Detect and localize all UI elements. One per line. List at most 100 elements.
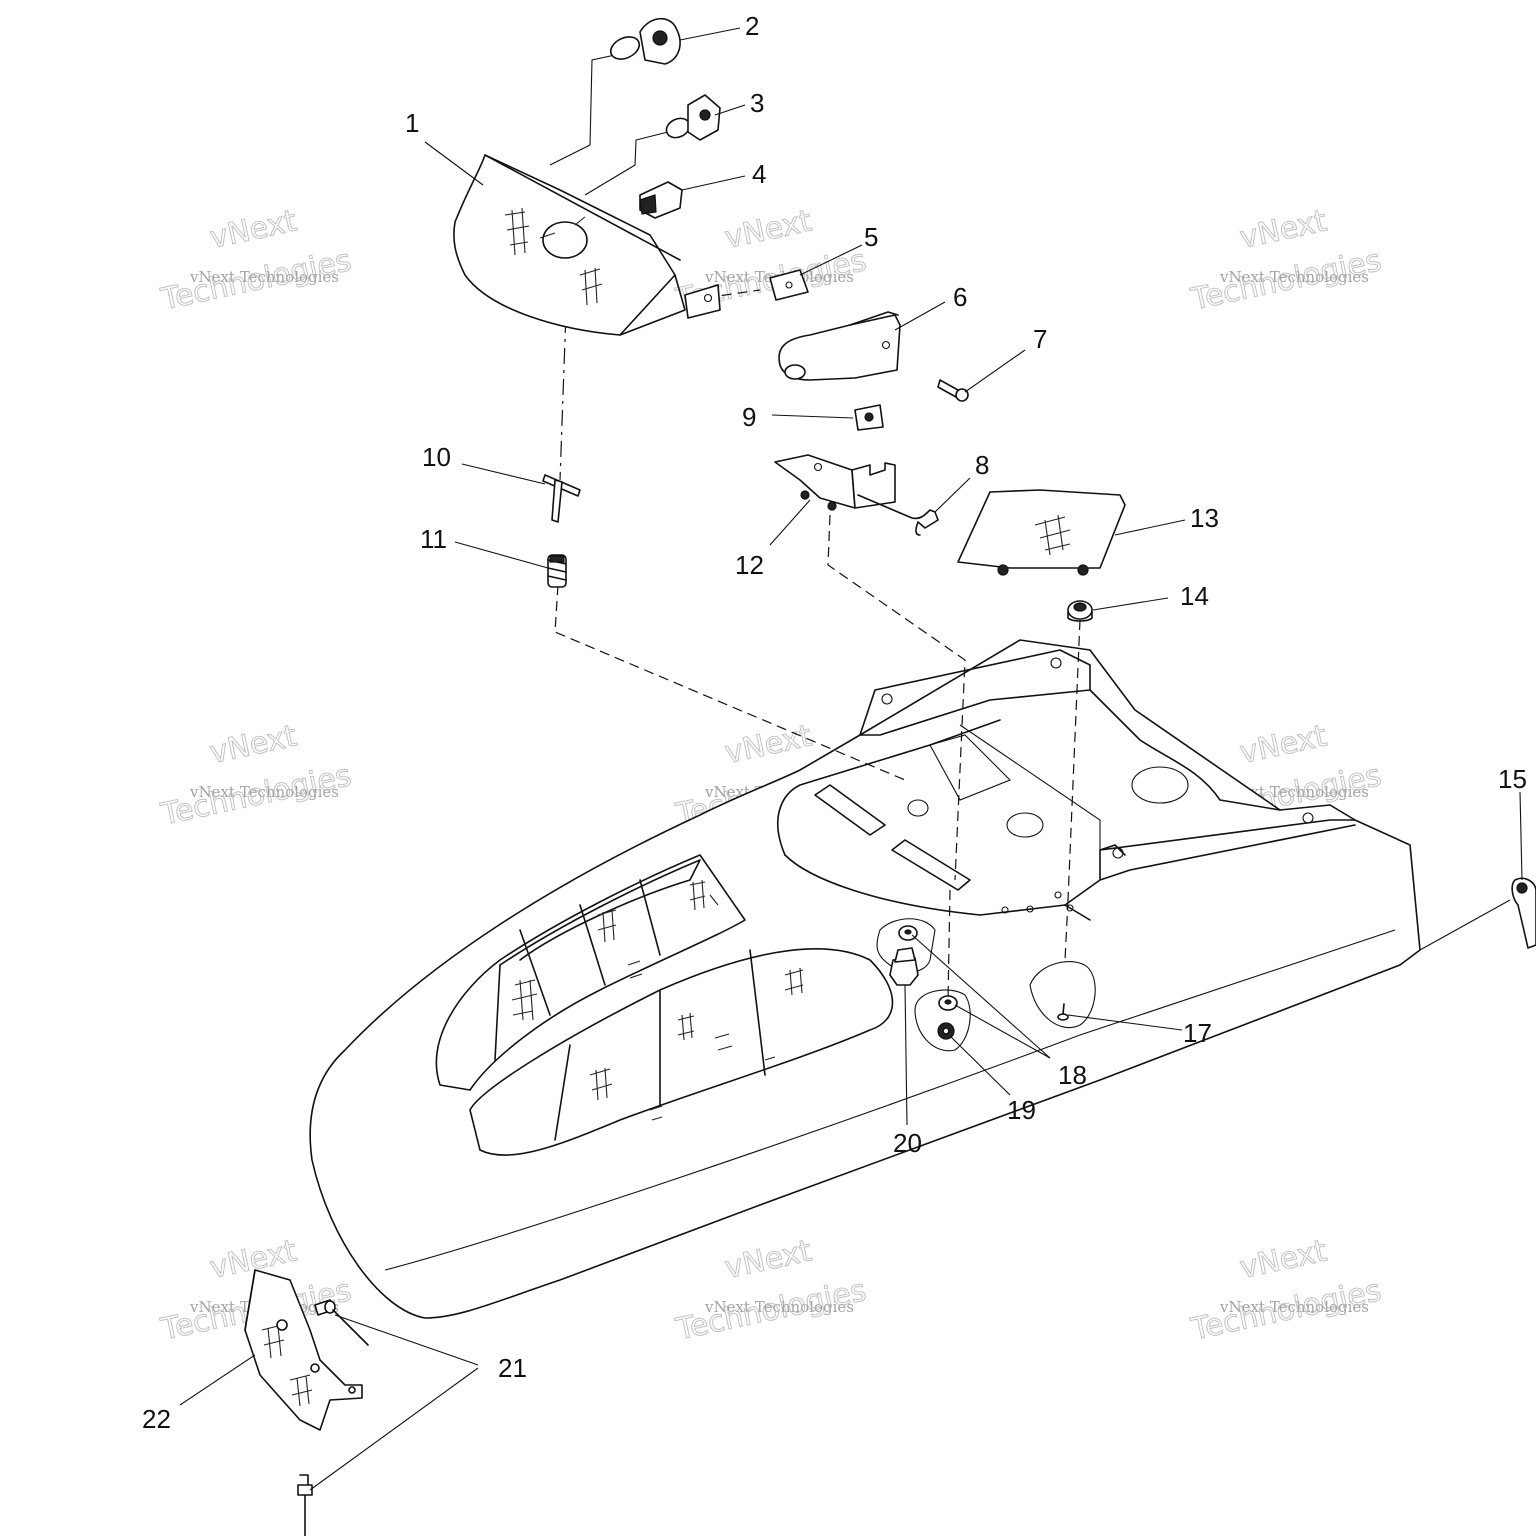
bulb-2-contact bbox=[652, 30, 668, 46]
dash-right-corner bbox=[1099, 844, 1126, 856]
assembly-line-screw-to-hood bbox=[1064, 899, 1069, 961]
dash-top-edge bbox=[859, 649, 1091, 736]
leader-13 bbox=[1114, 519, 1186, 536]
leader-4 bbox=[681, 175, 746, 191]
dash-screw-hole bbox=[1001, 906, 1009, 914]
side-lens bbox=[957, 489, 1126, 576]
underside-patch-19 bbox=[914, 989, 971, 1052]
watermark-bottom-center: vNext vNext Technologies Technologies bbox=[672, 1233, 870, 1348]
wire-clip bbox=[857, 494, 939, 536]
watermark-line2: vNext Technologies bbox=[189, 783, 339, 801]
leader-21b bbox=[309, 1367, 479, 1491]
leader-14 bbox=[1092, 597, 1169, 611]
vent-left-outline bbox=[435, 854, 746, 1091]
phillips-screw bbox=[1057, 1003, 1069, 1021]
leader-8 bbox=[934, 477, 971, 513]
watermark-line2: vNext Technologies bbox=[1219, 1298, 1369, 1316]
bracket-12-hole bbox=[813, 462, 823, 472]
bulb-connector bbox=[639, 181, 683, 219]
vent-left-inner bbox=[494, 879, 661, 1061]
headlight-mount-bracket bbox=[778, 311, 901, 381]
watermark-line3: Technologies bbox=[158, 243, 355, 318]
callout-2: 2 bbox=[745, 11, 759, 41]
assembly-line-bulb3 bbox=[584, 131, 669, 196]
bracket-12-stud bbox=[827, 501, 837, 511]
watermark-line3: Technologies bbox=[1188, 243, 1385, 318]
dash-right-wall bbox=[1064, 819, 1356, 906]
watermark-line1: vNext bbox=[722, 203, 815, 256]
callout-21: 21 bbox=[498, 1353, 527, 1383]
assembly-line-nut-to-hood bbox=[947, 889, 951, 1001]
bracket-hole bbox=[881, 340, 891, 350]
light-screws bbox=[297, 1299, 369, 1536]
dash-screw-hole bbox=[1054, 891, 1062, 899]
leader-11 bbox=[454, 541, 549, 569]
leader-19 bbox=[949, 1035, 1011, 1096]
dash-screw-hole bbox=[1112, 847, 1124, 859]
lower-mount-bracket bbox=[774, 454, 896, 511]
callout-4: 4 bbox=[752, 159, 766, 189]
watermark-line1: vNext bbox=[722, 1233, 815, 1286]
watermark-line3: Technologies bbox=[158, 758, 355, 833]
leader-20 bbox=[904, 984, 908, 1126]
headlight-tab-hole bbox=[703, 293, 713, 303]
dash-screw-hole bbox=[1302, 812, 1314, 824]
bracket-screw bbox=[937, 379, 969, 402]
callout-18: 18 bbox=[1058, 1060, 1087, 1090]
vent-right-inner bbox=[554, 949, 766, 1141]
callout-22: 22 bbox=[142, 1404, 171, 1434]
watermark-line1: vNext bbox=[722, 718, 815, 771]
dash-screw-hole bbox=[881, 693, 893, 705]
vent-hatching bbox=[511, 879, 804, 1121]
callout-12: 12 bbox=[735, 550, 764, 580]
leader-12 bbox=[769, 499, 811, 546]
hood-inner-rim bbox=[777, 719, 1001, 856]
leader-18b bbox=[954, 1004, 1051, 1059]
pad-hole bbox=[785, 281, 793, 289]
callout-5: 5 bbox=[864, 222, 878, 252]
dash-ridge bbox=[959, 724, 1101, 850]
headlight-bulb-socket bbox=[542, 221, 588, 259]
bracket-pivot bbox=[784, 364, 806, 380]
watermark-line3: Technologies bbox=[673, 1273, 870, 1348]
mount-hole bbox=[907, 799, 929, 817]
vent-right-outline bbox=[469, 948, 894, 1156]
mirror-arm bbox=[1419, 877, 1536, 951]
assembly-line-bulb2 bbox=[549, 54, 616, 166]
headlight-reflection bbox=[504, 207, 603, 306]
leader-22 bbox=[179, 1354, 256, 1406]
headlight-top-edge bbox=[484, 154, 681, 261]
dash-screw-hole bbox=[1050, 657, 1062, 669]
gauge-hole-small bbox=[1006, 812, 1044, 838]
headlight-housing bbox=[453, 154, 721, 336]
leader-2 bbox=[679, 27, 741, 41]
assembly-line-bracket-to-hood bbox=[827, 514, 966, 881]
retaining-pin bbox=[542, 474, 581, 523]
leader-5 bbox=[799, 244, 863, 276]
headlight-side-edge bbox=[619, 274, 686, 336]
watermark-mid-left: vNext vNext Technologies Technologies bbox=[157, 718, 355, 833]
watermark-line1: vNext bbox=[207, 203, 300, 256]
hood-dash-panel bbox=[784, 854, 1091, 921]
callout-11: 11 bbox=[420, 524, 447, 554]
callout-9: 9 bbox=[742, 402, 756, 432]
watermark-line3: Technologies bbox=[1188, 1273, 1385, 1348]
leader-15 bbox=[1519, 791, 1523, 881]
bulb-3-contact bbox=[699, 109, 711, 121]
callout-1: 1 bbox=[405, 108, 419, 138]
assembly-line-grommet-to-hood bbox=[1067, 619, 1081, 901]
watermark-line1: vNext bbox=[1237, 1233, 1330, 1286]
mounting-pad bbox=[769, 269, 809, 301]
headlight-bulb-2 bbox=[609, 17, 681, 65]
dash-bracket-left bbox=[814, 784, 886, 836]
watermark-line2: vNext Technologies bbox=[1219, 268, 1369, 286]
underside-patch-17 bbox=[1029, 961, 1096, 1029]
bulb-2-glass bbox=[609, 36, 641, 60]
bracket-12-stud bbox=[800, 490, 810, 500]
callout-6: 6 bbox=[953, 282, 967, 312]
watermark-bottom-right: vNext vNext Technologies Technologies bbox=[1187, 1233, 1385, 1348]
lower-light-lens bbox=[244, 1269, 363, 1431]
leader-7 bbox=[964, 349, 1026, 393]
watermark-line2: vNext Technologies bbox=[704, 1298, 854, 1316]
